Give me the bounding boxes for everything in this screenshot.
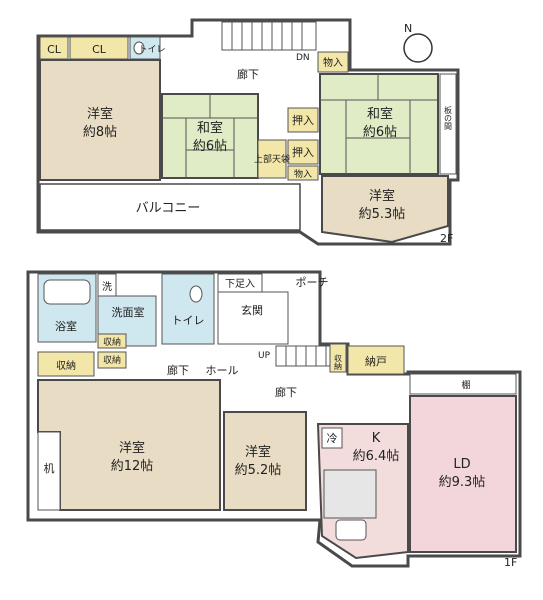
toilet-bowl-icon [133,41,145,55]
label-corridor-2f: 廊下 [237,67,259,81]
label-nando: 納戸 [365,355,387,368]
label-tenbukuro: 上部天袋 [254,153,290,165]
label-wash-small: 洗 [102,281,112,293]
label-fridge: 冷 [327,432,338,445]
corridor-2f [160,58,320,92]
room-itanoma [439,73,457,175]
fridge-box [321,427,343,449]
floor-1 [26,270,522,568]
label-washitsu-a-name: 和室 [197,120,223,136]
desk-area [37,431,61,511]
room-storage-top [317,51,349,73]
label-up: UP [258,351,271,361]
kitchen-counter [323,469,377,519]
label-yoshitsu53-name: 洋室 [369,188,395,204]
label-yoshitsu12-size: 約12帖 [111,459,154,474]
label-washitsu-b-name: 和室 [367,106,393,122]
room-nando [347,345,405,375]
room-shuno-a [97,333,127,349]
label-porch: ポーチ [296,276,329,289]
room-washitsu-b [319,73,439,175]
balcony [39,183,301,231]
label-toilet-2f: トイレ [138,45,165,55]
label-ld-name: LD [453,457,470,472]
label-hall: ホール [206,364,239,377]
label-tana: 棚 [461,379,470,391]
room-tenbukuro [257,139,287,179]
label-shuno-d: 収納 [334,353,343,371]
label-oshiire1: 押入 [292,113,314,127]
label-storage-small: 物入 [294,168,312,180]
room-shuno-c [37,351,95,377]
labels-1f: 洗 浴室 洗面室 トイレ 下足入 ポーチ 玄関 収納 収納 収納 UP 収納 納… [44,276,518,569]
shelf-tana [409,373,517,395]
room-oshiire-2 [287,139,319,165]
label-shuno-b: 収納 [103,354,121,366]
label-k-size: 約6.4帖 [353,449,400,464]
compass-north-label: N [404,22,412,35]
label-hall-corridor: 廊下 [167,363,189,377]
room-genkan [217,291,289,345]
label-itanoma: 板の間 [444,105,453,131]
labels-2f: CL CL トイレ DN 廊下 物入 洋室 約8帖 和室 約6帖 押入 押入 上… [47,43,453,245]
label-cl2: CL [92,43,107,56]
label-cl1: CL [47,43,62,56]
label-oshiire2: 押入 [292,145,314,159]
tatami-lines-b [320,74,438,174]
label-corridor-1f: 廊下 [275,385,297,399]
label-genkan: 玄関 [241,303,263,317]
label-floor2: 2F [440,232,453,245]
tatami-lines-a [162,94,258,178]
room-toilet-1f [161,273,215,345]
floor2-outline [36,18,460,246]
compass: N [403,22,433,63]
label-dn: DN [296,53,310,63]
label-shimoashiire: 下足入 [225,278,255,290]
label-yoshitsu52-size: 約5.2帖 [235,463,282,478]
label-yoshitsu8-name: 洋室 [87,106,113,122]
label-ld-size: 約9.3帖 [439,475,486,490]
room-shuno-b [97,351,127,369]
room-yoshitsu-8 [39,59,161,181]
stairs-2f [221,21,317,51]
room-yoshitsu-53 [321,175,449,244]
label-bath: 浴室 [55,319,77,333]
room-storage-small [287,165,319,181]
label-shuno-a: 収納 [103,336,121,348]
label-yoshitsu53-size: 約5.3帖 [359,207,406,222]
label-k-name: K [372,431,381,446]
label-toilet-1f: トイレ [172,314,205,327]
label-yoshitsu52-name: 洋室 [245,444,271,460]
room-shuno-d [329,343,347,373]
label-washitsu-a-size: 約6帖 [193,139,227,154]
label-yoshitsu12-name: 洋室 [119,440,145,456]
label-yoshitsu8-size: 約8帖 [83,125,117,140]
label-senmen: 洗面室 [112,305,145,319]
compass-needle-icon [412,36,424,60]
label-washitsu-b-size: 約6帖 [363,125,397,140]
room-yoshitsu-52 [223,411,307,511]
kitchen-sink [335,519,367,541]
room-ld [409,395,517,553]
label-balcony: バルコニー [136,201,201,216]
label-floor1: 1F [504,556,517,569]
toilet-bowl-icon-1f [189,285,203,303]
label-shuno-c: 収納 [56,359,76,372]
label-storage-top: 物入 [323,56,343,69]
floor-2 [36,18,460,246]
bathtub [43,279,91,305]
room-oshiire-1 [287,107,319,133]
label-tsukue: 机 [44,461,55,475]
